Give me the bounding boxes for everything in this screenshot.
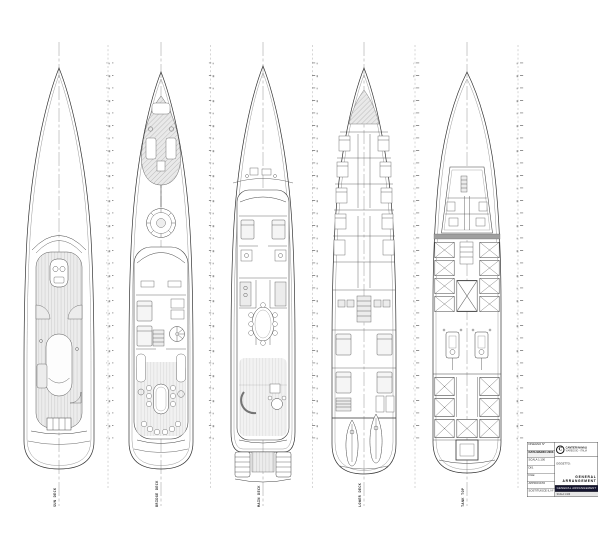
radar-mast [146,208,176,238]
object-text-line2: ARRANGEMENT [562,479,597,484]
title-block: DISEGNO N° DATA MARZO 2003 SCALA 1:100 D… [527,442,598,497]
vip-bed [376,333,393,356]
hull-plan-tank-top [432,71,502,474]
tender-garage [345,413,383,467]
forepeak [348,89,380,125]
field-file: FILE: [527,474,555,482]
deck-label-bridge-deck: BRIDGE DECK [154,480,159,507]
shipyard-name: CANTIERI NAVALI VIAREGGIO - ITALIA [566,447,587,453]
deck-label-tank-top: TANK TOP [460,487,465,507]
engine-hatch [455,439,479,461]
round-table [271,398,283,410]
dining-table [153,383,169,415]
aft-saloon-teak [239,358,287,436]
aft-tanks [434,377,500,438]
galley-counter [239,281,252,307]
shipyard-name-line2: VIAREGGIO - ITALIA [565,449,587,453]
drawing-banner: GENERAL ARRANGEMENT [555,485,598,492]
vip-bed [335,333,352,356]
shipyard-name-line1: CANTIERI NAVALI [565,446,588,450]
field-supersedes: SOSTITUISCE IL N° [528,489,554,493]
field-scale: SCALA 1:100 [527,458,555,466]
field-approved: APPROVATO [527,481,555,490]
field-drawing-no: DISEGNO N° [527,443,555,451]
shipyard-logo: C [556,445,565,454]
deck-label-main-deck: MAIN DECK [256,485,261,507]
bed [136,325,153,347]
deck-label-sun-deck: SUN DECK [52,487,57,507]
deck-label-lower-deck: LOWER DECK [357,482,362,507]
frame-rulers [106,45,524,488]
engine-room [442,328,492,370]
bed [240,219,255,240]
spiral-stair [169,326,185,342]
bar-unit [36,363,48,389]
fore-tanks [434,241,500,312]
title-block-main: C CANTIERI NAVALI VIAREGGIO - ITALIA OGG… [555,443,598,497]
object-label: OGGETTO: [556,462,571,466]
field-dis: DIS. [527,466,555,474]
dining-table [251,306,275,342]
sun-lounge [45,333,73,397]
curved-sofa [240,391,257,415]
crew-area [441,166,493,234]
hull-plan-main-deck [230,65,296,483]
swim-platform [234,451,292,483]
field-date: DATA MARZO 2003 [527,450,555,459]
hull-plan-lower-deck [331,67,397,475]
stairwell [356,295,372,323]
title-block-fields: DISEGNO N° DATA MARZO 2003 SCALA 1:100 D… [527,442,556,497]
shipyard-header: C CANTIERI NAVALI VIAREGGIO - ITALIA [555,443,598,457]
bed [136,300,153,322]
drawing-footer: SCALA 1:100 [555,491,598,497]
seat-left [35,304,51,320]
deck-break-band [433,233,501,240]
bed [271,219,286,240]
hull-plan-bridge-deck [128,71,194,470]
object-text: GENERAL ARRANGEMENT [563,476,597,484]
seat-right [67,304,83,320]
object-cell: OGGETTO: GENERAL ARRANGEMENT [555,457,598,486]
object-text-line1: GENERAL [575,475,597,480]
hull-plan-sun-deck [23,67,95,470]
